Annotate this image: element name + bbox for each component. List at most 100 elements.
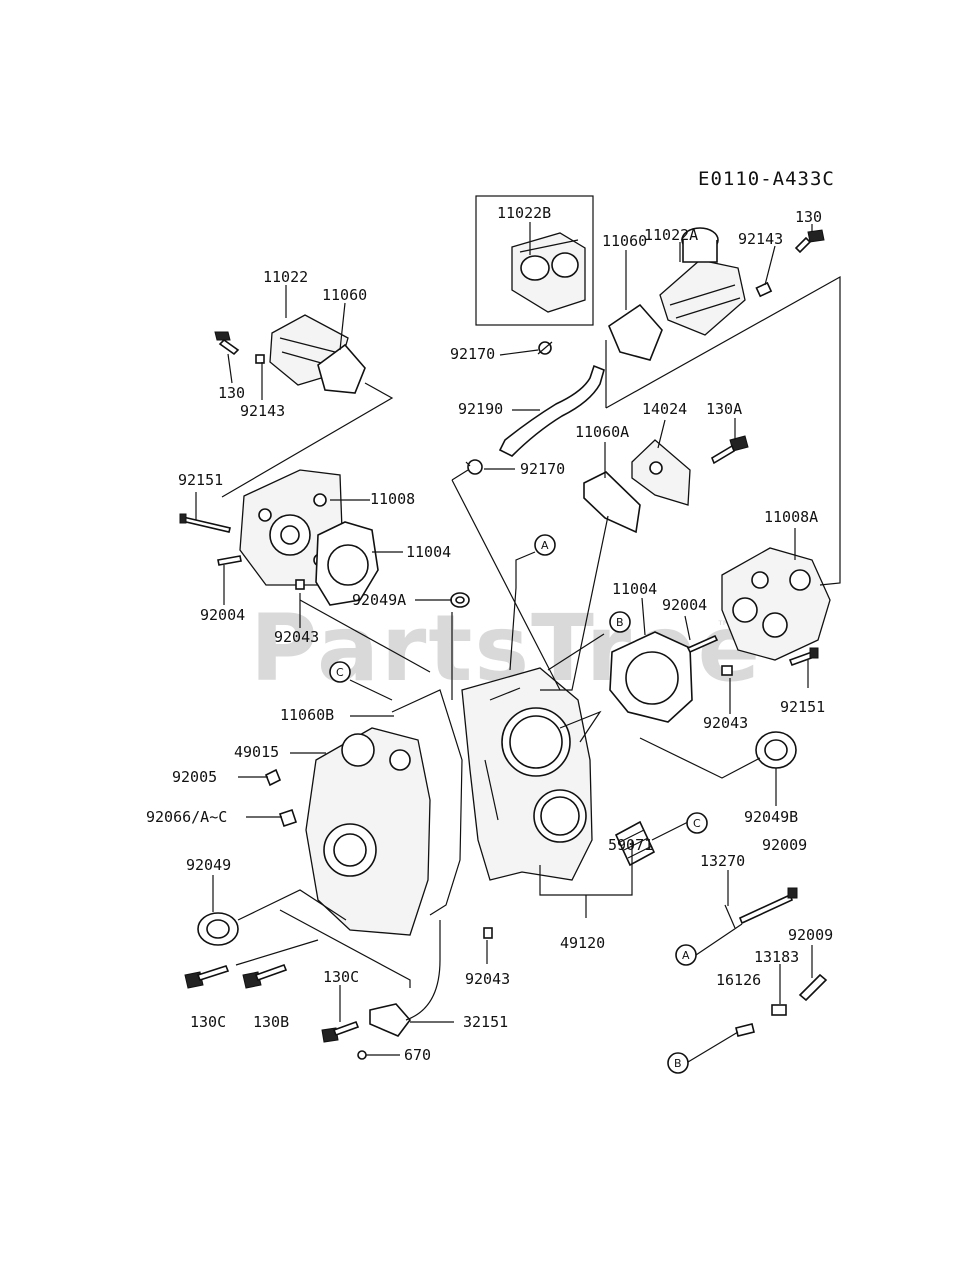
part-label-11004-left[interactable]: 11004	[406, 543, 451, 561]
gasket-11060A-drawing	[583, 471, 641, 534]
part-label-130C-left[interactable]: 130C	[190, 1013, 226, 1031]
rocker-cover-11022B-drawing	[511, 232, 586, 313]
pin-16126-drawing	[735, 1023, 755, 1037]
ref-circle-c-lower: C	[686, 812, 708, 834]
part-label-92009-bottom[interactable]: 92009	[788, 926, 833, 944]
washer-92143-left-drawing	[255, 354, 265, 364]
pin-92043-bottom-drawing	[483, 927, 493, 939]
part-label-32151[interactable]: 32151	[463, 1013, 508, 1031]
ref-circle-b-upper: B	[609, 611, 631, 633]
bolt-130-left-drawing	[214, 331, 240, 356]
bolt-130-top-drawing	[794, 229, 825, 254]
svg-text:C: C	[336, 666, 344, 679]
ref-circle-a-lower: A	[675, 944, 697, 966]
bolt-92066-drawing	[278, 808, 298, 828]
part-label-11060-top[interactable]: 11060	[602, 232, 647, 250]
ref-circle-c-upper: C	[329, 661, 351, 683]
washer-92143-top-drawing	[755, 281, 773, 298]
bolt-130C-left-drawing	[184, 965, 230, 989]
part-label-92049[interactable]: 92049	[186, 856, 231, 874]
leader-lines	[195, 222, 841, 1063]
head-gasket-11004-right-drawing	[609, 631, 693, 723]
part-label-670[interactable]: 670	[404, 1046, 431, 1064]
part-label-11022B[interactable]: 11022B	[497, 204, 551, 222]
bolt-130B-drawing	[242, 963, 288, 989]
head-gasket-11004-left-drawing	[315, 521, 379, 606]
part-label-11008A[interactable]: 11008A	[764, 508, 818, 526]
part-label-130B[interactable]: 130B	[253, 1013, 289, 1031]
part-label-11022A[interactable]: 11022A	[644, 226, 698, 244]
part-label-11004-right[interactable]: 11004	[612, 580, 657, 598]
bolt-92151-right-drawing	[788, 647, 819, 667]
part-label-49120[interactable]: 49120	[560, 934, 605, 952]
part-label-49015[interactable]: 49015	[234, 743, 279, 761]
bolt-92009-bottom-drawing	[798, 973, 828, 1002]
pin-13183-drawing	[771, 1004, 787, 1016]
part-label-92066[interactable]: 92066/A~C	[146, 808, 227, 826]
inset-box	[475, 195, 594, 326]
part-label-92009-mid[interactable]: 92009	[762, 836, 807, 854]
part-label-92143-top[interactable]: 92143	[738, 230, 783, 248]
breather-hose-92190-drawing	[498, 364, 605, 457]
part-label-59071[interactable]: 59071	[608, 836, 653, 854]
plate-14024-drawing	[631, 439, 691, 506]
svg-text:A: A	[682, 949, 690, 962]
part-label-92151-left[interactable]: 92151	[178, 471, 223, 489]
pin-13270-drawing	[724, 904, 736, 929]
bolt-130A-drawing	[711, 435, 749, 465]
o-ring-670-drawing	[357, 1050, 367, 1060]
part-label-11060B[interactable]: 11060B	[280, 706, 334, 724]
dipstick-32151-drawing	[369, 920, 441, 1037]
bolt-92009-mid-drawing	[738, 887, 798, 925]
diagram-code: E0110-A433C	[698, 168, 835, 190]
ref-circle-b-lower: B	[667, 1052, 689, 1074]
gasket-11060B-drawing	[391, 689, 463, 916]
pin-92043-left-drawing	[295, 579, 305, 590]
gasket-11060-right-drawing	[608, 303, 663, 361]
part-label-11008[interactable]: 11008	[370, 490, 415, 508]
part-label-92049A[interactable]: 92049A	[352, 591, 406, 609]
cylinder-head-11008A-drawing	[721, 547, 831, 661]
crankcase-49120-drawing	[461, 667, 593, 881]
svg-text:B: B	[616, 616, 624, 629]
part-label-92151-right[interactable]: 92151	[780, 698, 825, 716]
part-label-92004-right[interactable]: 92004	[662, 596, 707, 614]
part-label-130-top[interactable]: 130	[795, 208, 822, 226]
oil-seal-92049A-drawing	[450, 592, 470, 608]
stud-92004-left-drawing	[217, 555, 242, 566]
part-label-11060A[interactable]: 11060A	[575, 423, 629, 441]
part-label-92170-top[interactable]: 92170	[450, 345, 495, 363]
oil-seal-92049B-drawing	[755, 731, 797, 769]
bolt-130C-mid-drawing	[321, 1020, 360, 1043]
part-label-92043-bottom[interactable]: 92043	[465, 970, 510, 988]
part-label-92004-left[interactable]: 92004	[200, 606, 245, 624]
part-label-13183[interactable]: 13183	[754, 948, 799, 966]
part-label-92190[interactable]: 92190	[458, 400, 503, 418]
part-label-11022[interactable]: 11022	[263, 268, 308, 286]
svg-text:C: C	[693, 817, 701, 830]
part-label-130-left[interactable]: 130	[218, 384, 245, 402]
oil-seal-92049-drawing	[197, 912, 239, 946]
part-label-92005[interactable]: 92005	[172, 768, 217, 786]
stud-92004-right-drawing	[686, 634, 719, 654]
part-label-92043-right[interactable]: 92043	[703, 714, 748, 732]
pin-92043-right-drawing	[721, 665, 733, 676]
part-label-16126[interactable]: 16126	[716, 971, 761, 989]
part-label-92043-left[interactable]: 92043	[274, 628, 319, 646]
part-label-13270[interactable]: 13270	[700, 852, 745, 870]
crankcase-cover-49015-drawing	[305, 727, 431, 936]
bolt-92005-drawing	[264, 768, 282, 787]
rocker-cover-11022A-drawing	[659, 227, 746, 336]
bolt-92151-left-drawing	[179, 513, 231, 533]
part-label-92170-mid[interactable]: 92170	[520, 460, 565, 478]
part-label-92049B[interactable]: 92049B	[744, 808, 798, 826]
svg-text:B: B	[674, 1057, 682, 1070]
part-label-130C-mid[interactable]: 130C	[323, 968, 359, 986]
part-label-92143-left[interactable]: 92143	[240, 402, 285, 420]
part-label-14024[interactable]: 14024	[642, 400, 687, 418]
clamp-92170-mid-drawing	[465, 459, 483, 475]
part-label-11060-left[interactable]: 11060	[322, 286, 367, 304]
spring-59071-drawing	[614, 820, 656, 867]
part-label-130A[interactable]: 130A	[706, 400, 742, 418]
